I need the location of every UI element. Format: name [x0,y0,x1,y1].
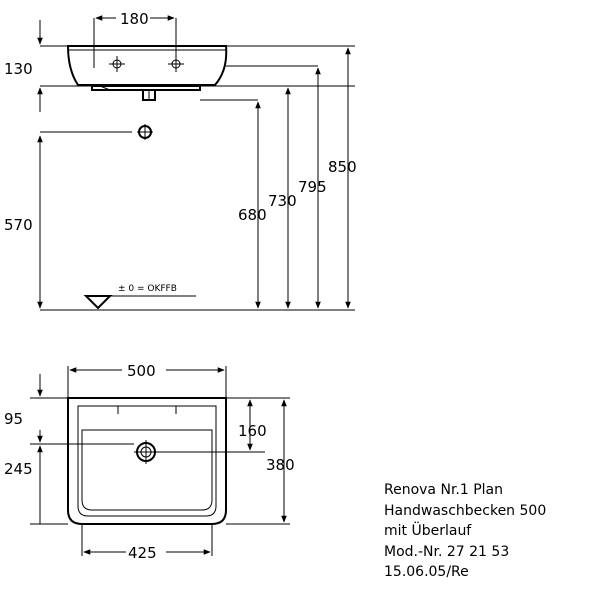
floor-level-icon [83,295,113,310]
dim-850-label: 850 [328,158,357,176]
dim-500-label: 500 [127,362,156,380]
dim-245-label: 245 [4,460,33,478]
dim-130-label: 130 [4,60,33,78]
product-type: Handwaschbecken 500 [384,502,547,519]
dim-180-label: 180 [120,10,149,28]
dim-730-label: 730 [268,192,297,210]
floor-reference-label: ± 0 = OKFFB [118,284,177,294]
side-view: 180 130 570 ± 0 = OKFFB [4,10,357,311]
product-feature: mit Überlauf [384,523,472,539]
product-info-block: Renova Nr.1 Plan Handwaschbecken 500 mit… [384,480,594,583]
dim-425-label: 425 [128,544,157,562]
dim-680-label: 680 [238,206,267,224]
dim-95-label: 95 [4,410,23,428]
dim-570-label: 570 [4,216,33,234]
dim-380-label: 380 [266,456,295,474]
model-number: Mod.-Nr. 27 21 53 [384,543,510,560]
product-name: Renova Nr.1 Plan [384,482,503,498]
plan-view: 500 95 245 160 380 425 [4,362,295,562]
drawing-date: 15.06.05/Re [384,564,469,580]
dim-160-label: 160 [238,422,267,440]
dim-795-label: 795 [298,178,327,196]
